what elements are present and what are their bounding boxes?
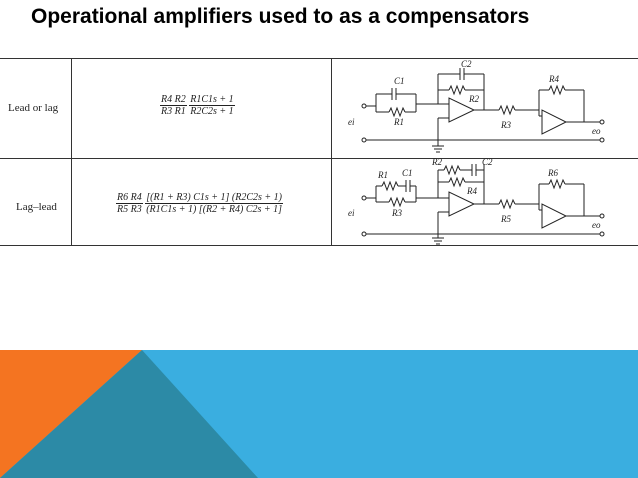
label-r4: R4 xyxy=(466,186,477,196)
label-ei: ei xyxy=(348,208,355,218)
row-label-lag-lead: Lag–lead xyxy=(16,201,57,213)
tf-numerator: R1C1s + 1 xyxy=(189,94,235,106)
label-c1: C1 xyxy=(402,168,413,178)
label-r4: R4 xyxy=(548,74,559,84)
table-row-divider xyxy=(0,158,638,159)
label-r2: R2 xyxy=(431,158,442,167)
gain-denominator: R3 R1 xyxy=(161,106,186,117)
slide-title: Operational amplifiers used to as a comp… xyxy=(31,5,530,28)
label-r1: R1 xyxy=(393,117,404,127)
label-ei: ei xyxy=(348,117,355,127)
label-c1: C1 xyxy=(394,76,405,86)
label-r2: R2 xyxy=(468,94,479,104)
label-r5: R5 xyxy=(500,214,511,224)
label-eo: eo xyxy=(592,126,601,136)
label-r1: R1 xyxy=(377,170,388,180)
label-r6: R6 xyxy=(547,168,558,178)
gain-denominator: R5 R3 xyxy=(117,204,142,215)
tf-denominator: R2C2s + 1 xyxy=(190,106,234,117)
lead-lag-circuit-diagram: C1 C2 R4 R2 R1 ei R3 eo xyxy=(348,60,605,153)
label-c2: C2 xyxy=(482,158,493,167)
lag-lead-circuit-diagram: R2 C2 R1 C1 R6 R4 R3 ei R5 eo xyxy=(348,158,605,245)
label-c2: C2 xyxy=(461,60,472,69)
label-r3: R3 xyxy=(500,120,511,130)
table-top-border xyxy=(0,58,638,59)
tf-denominator: (R1C1s + 1) [(R2 + R4) C2s + 1] xyxy=(146,204,283,215)
label-eo: eo xyxy=(592,220,601,230)
footer-teal-triangle xyxy=(0,350,258,478)
row-label-lead-or-lag: Lead or lag xyxy=(8,102,59,114)
gain-numerator: R4 R2 xyxy=(160,94,187,106)
tf-numerator: [(R1 + R3) C1s + 1] (R2C2s + 1) xyxy=(145,192,284,204)
gain-numerator: R6 R4 xyxy=(116,192,143,204)
table-column-divider xyxy=(331,58,332,246)
table-column-divider xyxy=(71,58,72,246)
footer-decoration xyxy=(0,350,638,478)
label-r3: R3 xyxy=(391,208,402,218)
table-bottom-border xyxy=(0,245,638,246)
